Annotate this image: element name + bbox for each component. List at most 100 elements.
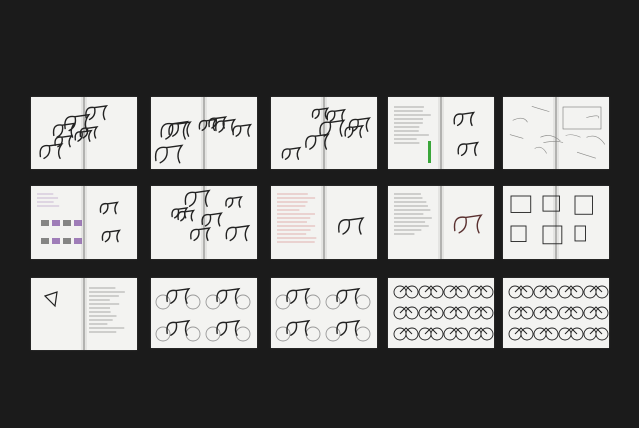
frame-sketch bbox=[154, 144, 184, 164]
frame-sketch bbox=[184, 189, 211, 207]
frame-sketch bbox=[457, 141, 480, 157]
light-sketch bbox=[586, 135, 606, 145]
light-sketch bbox=[512, 117, 528, 123]
frame-sketch bbox=[52, 122, 76, 138]
component-detail bbox=[574, 195, 593, 215]
component-study bbox=[63, 220, 71, 226]
frame-sketch bbox=[198, 118, 218, 131]
notebook-2-4 bbox=[503, 278, 609, 348]
wheel-sketch bbox=[520, 327, 534, 341]
component-study bbox=[63, 238, 71, 244]
wheel-sketch bbox=[305, 294, 321, 310]
wheel-sketch bbox=[185, 326, 201, 342]
green-marker bbox=[428, 141, 431, 163]
wheel-sketch bbox=[570, 285, 584, 299]
light-sketch bbox=[543, 141, 564, 144]
wheel-sketch bbox=[430, 306, 444, 320]
wheel-sketch bbox=[520, 285, 534, 299]
notebook-sketches bbox=[394, 97, 480, 169]
light-sketch bbox=[540, 135, 561, 142]
wheel-sketch bbox=[455, 327, 469, 341]
frame-line bbox=[539, 285, 553, 293]
notebook-1-2 bbox=[271, 186, 377, 259]
notebook-0-4 bbox=[503, 97, 609, 169]
light-sketch bbox=[509, 134, 524, 139]
notebook-1-3 bbox=[388, 186, 494, 259]
notebook-1-1 bbox=[151, 186, 257, 259]
component-detail bbox=[510, 225, 527, 243]
notebook-0-3 bbox=[388, 97, 494, 169]
component-study bbox=[52, 238, 60, 244]
frame-sketch bbox=[344, 124, 365, 139]
frame-sketch bbox=[171, 207, 189, 219]
notebook-sketches bbox=[39, 97, 109, 169]
light-sketch bbox=[565, 134, 581, 138]
notebook-sketches bbox=[394, 186, 483, 259]
frame-sketch bbox=[286, 287, 311, 304]
notebook-sketches bbox=[281, 97, 371, 169]
frame-sketch bbox=[336, 287, 361, 304]
wheel-sketch bbox=[480, 306, 494, 320]
light-sketch bbox=[531, 106, 550, 112]
frame-line bbox=[539, 327, 553, 335]
wheel-sketch bbox=[455, 285, 469, 299]
component-study bbox=[41, 238, 49, 244]
wheel-sketch bbox=[570, 327, 584, 341]
light-sketch bbox=[534, 146, 547, 154]
component-study bbox=[74, 238, 82, 244]
frame-line bbox=[514, 327, 528, 335]
notebook-sketches bbox=[154, 97, 253, 169]
component-study bbox=[52, 220, 60, 226]
frame-line bbox=[424, 306, 438, 314]
notebook-0-2 bbox=[271, 97, 377, 169]
wheel-sketch bbox=[545, 327, 559, 341]
wheel-sketch bbox=[570, 306, 584, 320]
frame-line bbox=[564, 285, 578, 293]
frame-sketch bbox=[225, 224, 251, 242]
frame-sketch bbox=[216, 287, 241, 304]
frame-line bbox=[449, 285, 463, 293]
frame-sketch bbox=[281, 146, 302, 160]
component-detail bbox=[542, 225, 563, 245]
frame-sketch bbox=[348, 117, 371, 132]
frame-sketch bbox=[215, 118, 237, 133]
frame-line bbox=[399, 327, 413, 335]
frame-sketch bbox=[190, 227, 212, 242]
wheel-sketch bbox=[595, 285, 609, 299]
frame-sketch bbox=[101, 229, 121, 243]
wheel-sketch bbox=[430, 327, 444, 341]
notebook-sketches bbox=[275, 287, 371, 342]
wheel-sketch bbox=[235, 294, 251, 310]
frame-line bbox=[449, 327, 463, 335]
frame-line bbox=[474, 327, 488, 335]
notebook-0-1 bbox=[151, 97, 257, 169]
wheel-sketch bbox=[545, 306, 559, 320]
notebook-sketches bbox=[37, 186, 121, 259]
wheel-sketch bbox=[405, 306, 419, 320]
wheel-sketch bbox=[480, 327, 494, 341]
wheel-sketch bbox=[520, 306, 534, 320]
wheel-sketch bbox=[480, 285, 494, 299]
frame-sketch bbox=[166, 287, 191, 304]
frame-sketch bbox=[453, 111, 476, 127]
component-detail bbox=[574, 225, 586, 242]
wheel-sketch bbox=[430, 285, 444, 299]
frame-line bbox=[399, 285, 413, 293]
frame-line bbox=[564, 306, 578, 314]
notebook-0-0 bbox=[31, 97, 137, 169]
frame-line bbox=[514, 285, 528, 293]
wheel-sketch bbox=[275, 294, 291, 310]
frame-sketch bbox=[216, 319, 241, 336]
notebook-sketches bbox=[510, 186, 593, 259]
wheel-sketch bbox=[205, 294, 221, 310]
wheel-sketch bbox=[205, 326, 221, 342]
frame-sketch bbox=[166, 319, 191, 336]
notebook-sketches bbox=[155, 287, 251, 342]
frame-sketch bbox=[225, 196, 243, 208]
frame-line bbox=[539, 306, 553, 314]
wheel-sketch bbox=[595, 306, 609, 320]
frame-sketch bbox=[305, 133, 330, 150]
frame-line bbox=[449, 306, 463, 314]
wheel-sketch bbox=[305, 326, 321, 342]
